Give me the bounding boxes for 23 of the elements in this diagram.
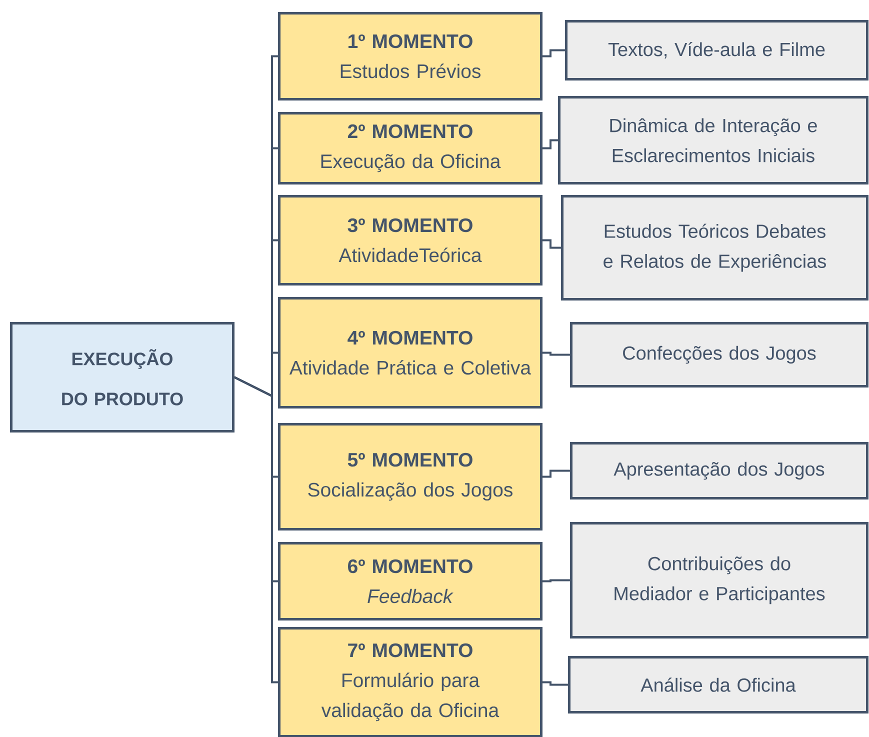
moment-box: 4º MOMENTO Atividade Prática e Coletiva bbox=[278, 297, 542, 408]
detail-box: Apresentação dos Jogos bbox=[570, 442, 868, 500]
moment-box: 2º MOMENTO Execução da Oficina bbox=[278, 112, 542, 184]
detail-box: Confecções dos Jogos bbox=[570, 322, 868, 388]
connector-line bbox=[542, 139, 558, 150]
moment-box: 7º MOMENTO Formulário para validação da Oficina bbox=[278, 627, 542, 737]
connector-line bbox=[542, 470, 570, 478]
connector-line bbox=[542, 579, 570, 582]
moment-box: 5º MOMENTO Socialização dos Jogos bbox=[278, 423, 542, 530]
moment-box: 3º MOMENTO AtividadeTeórica bbox=[278, 195, 542, 286]
detail-box: Textos, Víde-aula e Filme bbox=[565, 20, 868, 80]
connector-line bbox=[542, 239, 561, 249]
detail-box: Contribuições do Mediador e Participantes bbox=[570, 522, 868, 638]
detail-box: Análise da Oficina bbox=[568, 656, 868, 714]
connector-line bbox=[542, 352, 570, 356]
detail-box: Dinâmica de Interação e Esclarecimentos Iniciais bbox=[558, 96, 868, 184]
moment-box: 6º MOMENTO Feedback bbox=[278, 542, 542, 620]
moment-box: 1º MOMENTO Estudos Prévios bbox=[278, 12, 542, 100]
process-box: EXECUÇÃO DO PRODUTO bbox=[10, 322, 234, 432]
connector-line bbox=[542, 681, 568, 686]
connector-line bbox=[234, 376, 278, 684]
detail-box: Estudos Teóricos Debates e Relatos de Experiências bbox=[561, 195, 868, 300]
connector-line bbox=[542, 49, 565, 58]
